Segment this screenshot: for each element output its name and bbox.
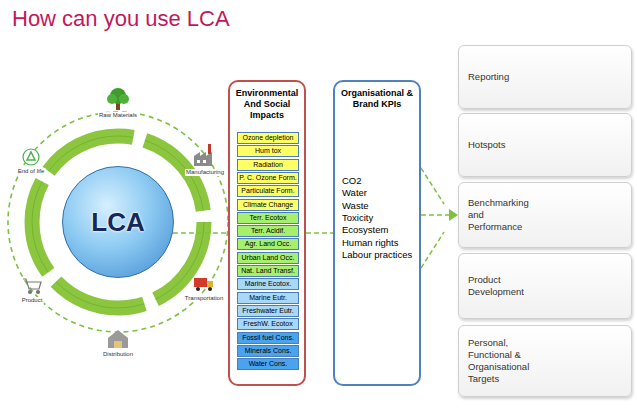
kpi-item: Labour practices (342, 249, 412, 260)
impact-category-box: Ozone depletion (237, 132, 299, 144)
use-case-box: Reporting (458, 45, 632, 109)
node-text: Urban Land Occ. (242, 253, 295, 263)
node-text: FreshW. Ecotox (243, 319, 292, 329)
node-text: Agr. Land Occ. (245, 239, 291, 249)
kpi-item: Toxicity (342, 212, 373, 223)
connector-line (173, 232, 228, 234)
kpi-item: Waste (342, 200, 369, 211)
node-text: Hotspots (468, 139, 506, 151)
impact-category-box: Radiation (237, 159, 299, 171)
lca-globe: LCA (62, 166, 174, 278)
node-text: P. C. Ozone Form. (239, 173, 296, 183)
use-case-box: Product Development (458, 253, 632, 319)
spread-line (421, 232, 444, 268)
impact-category-box: Climate Change (237, 199, 299, 211)
stage-label: Raw Materials (98, 112, 138, 119)
flow-connector (173, 233, 228, 234)
impact-category-box: Terr. Ecotox (237, 212, 299, 224)
node-text: Reporting (468, 71, 509, 83)
stage-label: Distribution (102, 351, 134, 358)
use-case-box: Benchmarking and Performance (458, 182, 632, 248)
warehouse-icon (108, 330, 128, 348)
node-text: Particulate Form. (241, 186, 294, 196)
kpi-item: Human rights (342, 237, 399, 248)
node-text: Fossil fuel Cons. (242, 333, 294, 343)
impact-category-box: Fossil fuel Cons. (237, 332, 299, 344)
impact-category-box: Urban Land Occ. (237, 252, 299, 264)
node-text: Climate Change (243, 200, 293, 210)
diagram-title: How can you use LCA (12, 6, 230, 32)
arrow-head (449, 209, 458, 221)
truck-icon (194, 278, 213, 291)
cart-icon (23, 279, 41, 294)
impact-group-box: Environmental And Social ImpactsOzone de… (228, 80, 306, 386)
node-text: Ozone depletion (243, 133, 294, 143)
node-text: Freshwater Eutr. (242, 306, 293, 316)
kpi-item: Ecosystem (342, 224, 388, 235)
node-text: Product Development (468, 274, 534, 298)
use-case-box: Hotspots (458, 113, 632, 177)
impact-category-box: Terr. Acidif. (237, 225, 299, 237)
tree-icon (107, 88, 129, 110)
stage-label: Transportation (184, 295, 224, 302)
kpi-item: Water (342, 187, 367, 198)
node-text: Terr. Acidif. (251, 226, 285, 236)
node-text: Benchmarking and Performance (468, 197, 534, 233)
impact-category-box: P. C. Ozone Form. (237, 172, 299, 184)
recycle-icon (23, 149, 39, 165)
node-text: Environmental And Social Impacts (232, 88, 302, 121)
impact-category-box: FreshW. Ecotox (237, 318, 299, 330)
kpi-group-box: Organisational & Brand KPIsCO2WaterWaste… (333, 80, 421, 386)
impact-category-box: Minerals Cons. (237, 345, 299, 357)
lifecycle-arrow-ring-edge (32, 136, 204, 308)
kpi-item: CO2 (342, 175, 362, 186)
spread-line (421, 168, 444, 204)
impact-category-box: Marine Eutr. (237, 292, 299, 304)
node-text: LCA (91, 207, 144, 238)
node-text: Nat. Land Transf. (241, 266, 295, 276)
use-case-box: Personal, Functional & Organisational Ta… (458, 325, 632, 397)
node-text: Radiation (253, 160, 283, 170)
flow-connector (421, 209, 458, 221)
stage-label: Manufacturing (185, 169, 225, 176)
impact-category-box: Freshwater Eutr. (237, 305, 299, 317)
flow-connector (306, 233, 333, 234)
node-text: Water Cons. (249, 359, 288, 369)
connector-line (421, 214, 451, 216)
node-text: Personal, Functional & Organisational Ta… (468, 337, 534, 385)
stage-label: End of life (17, 168, 46, 175)
lifecycle-arrow-ring (32, 136, 204, 308)
impact-category-box: Agr. Land Occ. (237, 238, 299, 250)
node-text: Minerals Cons. (245, 346, 292, 356)
node-text: Organisational & Brand KPIs (338, 88, 416, 110)
stage-label: Product (21, 297, 44, 304)
factory-icon (194, 144, 212, 166)
lifecycle-dashed-circle (8, 112, 228, 332)
node-text: Terr. Ecotox (250, 213, 287, 223)
impact-category-box: Water Cons. (237, 358, 299, 370)
impact-category-box: Marine Ecotox. (237, 278, 299, 290)
impact-category-box: Nat. Land Transf. (237, 265, 299, 277)
node-text: Marine Eutr. (249, 293, 287, 303)
connector-line (306, 232, 333, 234)
node-text: Hum tox (255, 146, 281, 156)
node-text: Marine Ecotox. (245, 279, 292, 289)
impact-category-box: Particulate Form. (237, 185, 299, 197)
impact-category-box: Hum tox (237, 145, 299, 157)
